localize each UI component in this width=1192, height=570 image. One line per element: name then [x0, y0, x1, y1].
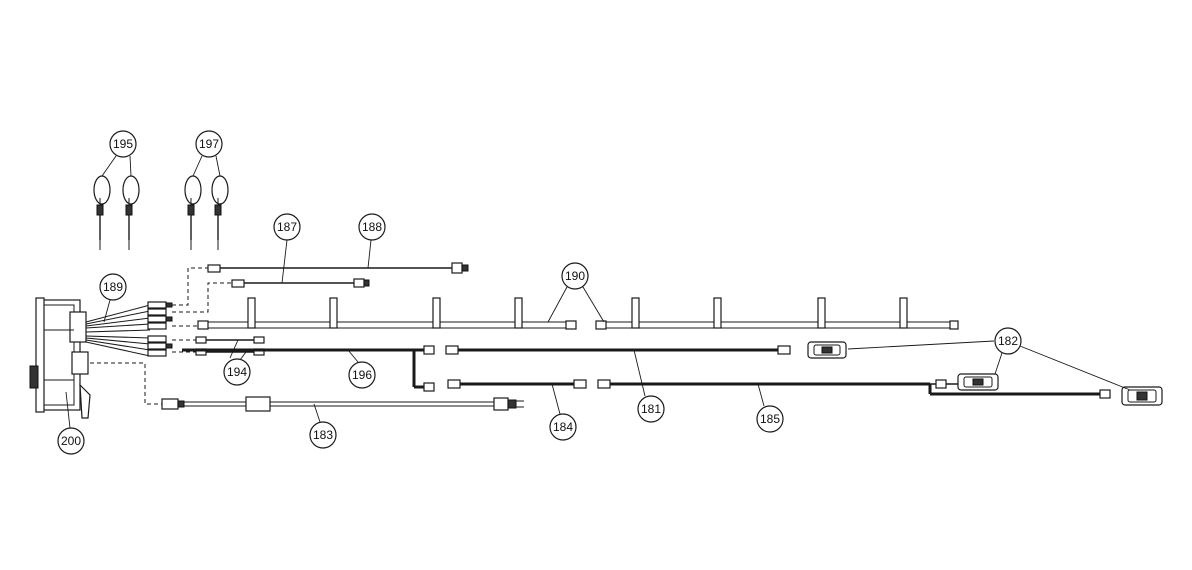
- callout-197: 197: [195, 130, 223, 158]
- jumpers-194: [195, 336, 265, 356]
- dashed-connections: [90, 267, 232, 405]
- callout-184-label: 184: [553, 420, 573, 434]
- callout-181: 181: [637, 395, 665, 423]
- callout-190: 190: [561, 262, 589, 290]
- callout-194-label: 194: [227, 365, 247, 379]
- callout-182: 182: [994, 327, 1022, 355]
- callout-182-label: 182: [998, 334, 1018, 348]
- probes-195: [93, 175, 140, 250]
- callout-200: 200: [57, 427, 85, 455]
- light-182-c: [1121, 386, 1163, 406]
- callout-200-label: 200: [61, 434, 81, 448]
- callout-181-label: 181: [641, 402, 661, 416]
- callout-188-label: 188: [362, 220, 382, 234]
- callout-184: 184: [549, 413, 577, 441]
- callout-183-label: 183: [313, 428, 333, 442]
- callout-197-label: 197: [199, 137, 219, 151]
- callout-194: 194: [223, 358, 251, 386]
- light-182-b: [957, 373, 999, 391]
- callout-195-label: 195: [113, 137, 133, 151]
- callout-188: 188: [358, 213, 386, 241]
- callout-187: 187: [273, 213, 301, 241]
- probes-197: [184, 175, 229, 250]
- light-182-a: [807, 341, 847, 359]
- callout-185-label: 185: [760, 412, 780, 426]
- callout-187-label: 187: [277, 220, 297, 234]
- callout-189: 189: [99, 273, 127, 301]
- light-bar-190-left: [197, 297, 577, 330]
- callout-185: 185: [756, 405, 784, 433]
- callout-189-label: 189: [103, 280, 123, 294]
- cable-184: [447, 379, 587, 389]
- cable-188: [231, 278, 370, 288]
- callout-183: 183: [309, 421, 337, 449]
- leader-lines: [65, 155, 1131, 429]
- callout-190-label: 190: [565, 269, 585, 283]
- callout-196: 196: [348, 361, 376, 389]
- power-cord-183: [161, 396, 524, 412]
- light-bar-190-right: [595, 297, 959, 330]
- callout-195: 195: [109, 130, 137, 158]
- control-box: [29, 297, 91, 419]
- cable-196: [182, 345, 435, 392]
- cable-187: [207, 262, 469, 274]
- callout-196-label: 196: [352, 368, 372, 382]
- cable-181: [445, 345, 791, 355]
- cable-185: [597, 379, 1111, 399]
- pigtail-bundle: [85, 301, 173, 357]
